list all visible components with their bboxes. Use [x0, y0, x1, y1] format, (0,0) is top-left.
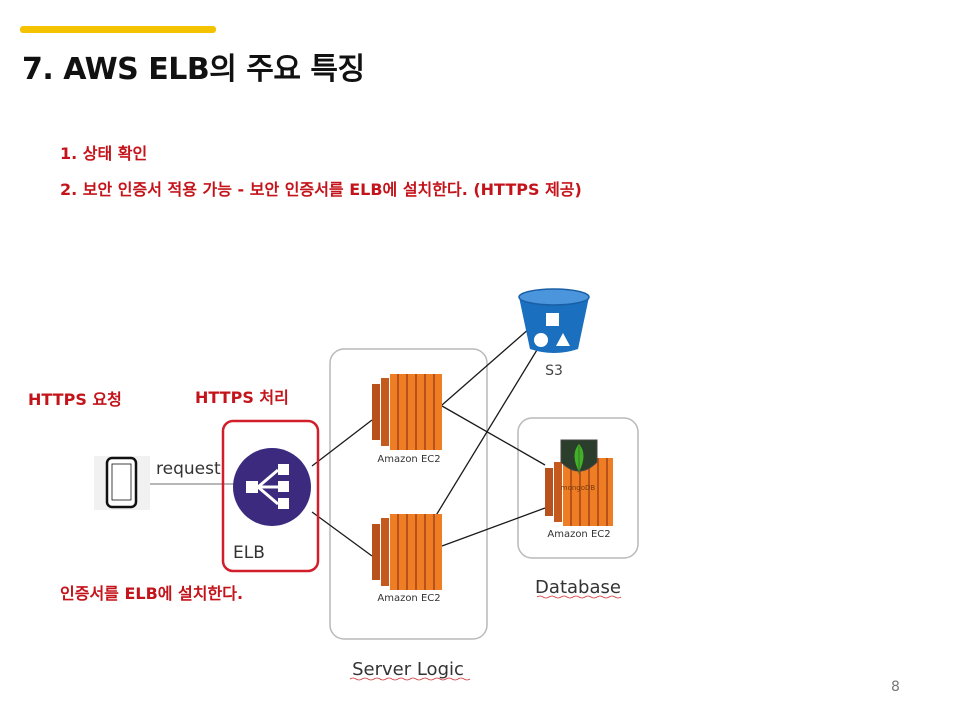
feature-point-1: 1. 상태 확인: [60, 144, 148, 163]
mobile-phone-icon: [94, 456, 150, 510]
https-process-label: HTTPS 처리: [195, 388, 289, 407]
cert-install-note: 인증서를 ELB에 설치한다.: [60, 584, 244, 603]
mongodb-leaf-icon: [560, 439, 598, 474]
ec2-top-label: Amazon EC2: [377, 454, 440, 465]
title-accent-bar: [20, 26, 216, 33]
elb-highlight-box: [221, 419, 320, 573]
database-label: Database: [535, 577, 621, 598]
https-request-label: HTTPS 요청: [28, 390, 122, 409]
elb-icon: [233, 448, 311, 526]
elb-label: ELB: [233, 543, 265, 563]
server-logic-label: Server Logic: [352, 659, 464, 680]
connection-lines: [311, 327, 546, 557]
database-group: [517, 417, 639, 559]
page-number: 8: [891, 679, 900, 695]
slide-title: 7. AWS ELB의 주요 특징: [22, 52, 365, 87]
server-logic-underline: [349, 677, 471, 681]
feature-point-2: 2. 보안 인증서 적용 가능 - 보안 인증서를 ELB에 설치한다. (HT…: [60, 180, 582, 199]
server-logic-group: [329, 348, 488, 640]
ec2-instance-top-icon: [372, 374, 442, 450]
request-label: request: [156, 459, 221, 479]
mongodb-label: mongoDB: [561, 484, 596, 492]
ec2-db-label: Amazon EC2: [547, 529, 610, 540]
ec2-bottom-label: Amazon EC2: [377, 593, 440, 604]
ec2-database-icon: [545, 458, 613, 526]
s3-label: S3: [545, 363, 563, 379]
s3-bucket-icon: [518, 288, 590, 353]
database-underline: [536, 595, 622, 599]
ec2-instance-bottom-icon: [372, 514, 442, 590]
